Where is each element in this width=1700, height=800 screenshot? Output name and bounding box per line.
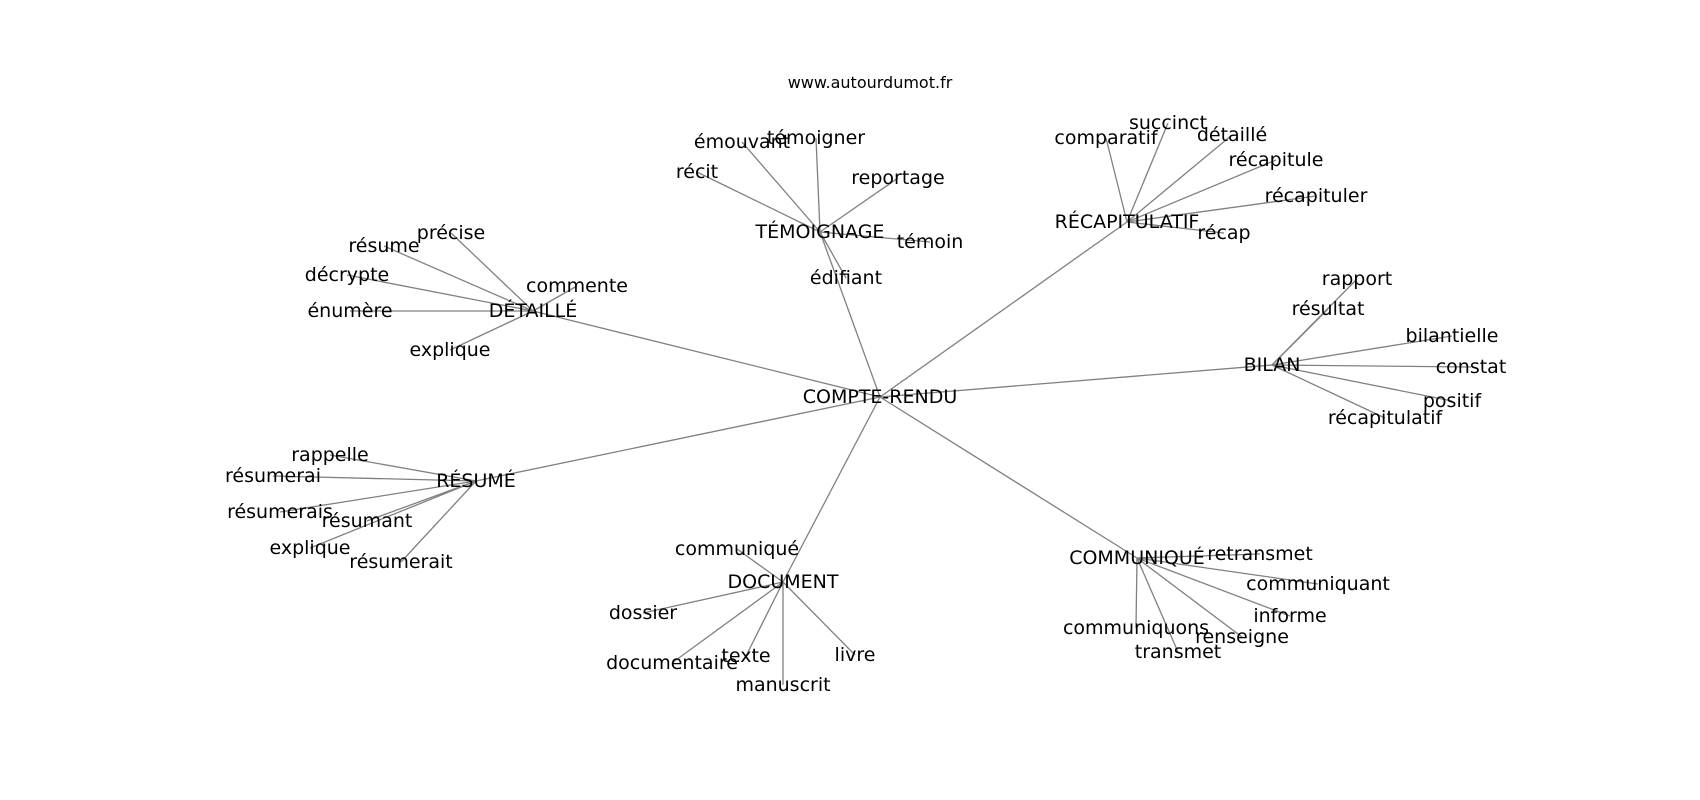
leaf-node: résumant — [322, 510, 413, 532]
leaf-node: récapitule — [1229, 149, 1324, 171]
hub-node-recapitulatif: RÉCAPITULATIF — [1055, 210, 1200, 233]
leaf-node: dossier — [609, 602, 677, 624]
edge-bilan-leaf — [1271, 364, 1386, 419]
edge-detaille-leaf — [449, 310, 534, 351]
site-url: www.autourdumot.fr — [788, 73, 953, 92]
leaf-node: détaillé — [1197, 124, 1267, 146]
edge-temoignage-leaf — [815, 137, 821, 233]
leaf-node: résume — [348, 235, 419, 257]
leaf-node: commente — [526, 275, 628, 297]
leaf-node: explique — [409, 339, 490, 361]
leaf-node: bilantielle — [1406, 325, 1499, 347]
hub-node-temoignage: TÉMOIGNAGE — [755, 220, 885, 243]
leaf-node: communiqué — [675, 538, 799, 560]
edge-center-detaille — [532, 310, 881, 398]
edge-document-leaf — [736, 548, 784, 583]
edge-communique-leaf — [1136, 557, 1179, 653]
hub-node-bilan: BILAN — [1244, 354, 1301, 376]
edge-temoignage-leaf — [819, 231, 847, 279]
leaf-node: positif — [1423, 390, 1483, 412]
edge-recapitulatif-leaf — [1105, 137, 1128, 223]
edge-recapitulatif-leaf — [1126, 122, 1169, 223]
hub-node-document: DOCUMENT — [728, 571, 839, 593]
edge-center-bilan — [879, 364, 1273, 398]
edge-document-leaf — [671, 581, 784, 664]
edge-temoignage-leaf — [819, 231, 931, 243]
leaf-node: témoin — [897, 231, 964, 253]
leaf-node: rapport — [1322, 268, 1392, 290]
edge-communique-leaf — [1136, 557, 1319, 585]
leaf-node: transmet — [1135, 641, 1222, 663]
leaf-node: récap — [1197, 222, 1250, 244]
edge-communique-leaf — [1136, 553, 1261, 559]
edge-center-communique — [879, 396, 1138, 559]
leaf-node: rappelle — [291, 444, 369, 466]
edge-resume-leaf — [279, 480, 477, 513]
leaf-node: précise — [417, 222, 485, 244]
leaf-node: émouvant — [694, 131, 790, 153]
hub-node-resume: RÉSUMÉ — [436, 469, 516, 492]
edge-communique-leaf — [1136, 557, 1291, 617]
edge-bilan-leaf — [1271, 364, 1453, 402]
edge-bilan-leaf — [1271, 308, 1329, 366]
edge-center-resume — [475, 396, 881, 482]
edge-resume-leaf — [309, 480, 477, 549]
leaf-node: documentaire — [606, 652, 738, 674]
edge-temoignage-leaf — [741, 141, 821, 233]
leaf-node: explique — [269, 537, 350, 559]
leaf-node: énumère — [307, 300, 392, 322]
leaf-node: récit — [676, 161, 718, 183]
edge-detaille-leaf — [346, 274, 534, 312]
leaf-node: comparatif — [1054, 127, 1158, 149]
graph-edges — [272, 122, 1472, 685]
edge-document-leaf — [745, 581, 784, 657]
leaf-node: retransmet — [1207, 543, 1313, 565]
edge-detaille-leaf — [532, 285, 578, 312]
edge-communique-leaf — [1135, 557, 1138, 629]
edge-center-document — [782, 396, 881, 583]
leaf-node: reportage — [851, 167, 944, 189]
edge-resume-leaf — [400, 480, 477, 563]
leaf-node: témoigner — [767, 127, 865, 149]
leaf-node: manuscrit — [735, 674, 830, 696]
leaf-node: informe — [1253, 605, 1326, 627]
leaf-node: édifiant — [810, 267, 882, 289]
leaf-node: constat — [1436, 356, 1507, 378]
edge-resume-leaf — [272, 475, 477, 482]
edge-communique-leaf — [1136, 557, 1243, 638]
center-node-label: COMPTE-RENDU — [803, 386, 958, 408]
leaf-node: décrypte — [305, 264, 389, 286]
leaf-node: résultat — [1292, 298, 1365, 320]
edge-temoignage-leaf — [819, 177, 899, 233]
edge-bilan-leaf — [1271, 335, 1453, 366]
edge-temoignage-leaf — [696, 171, 821, 233]
edge-bilan-leaf — [1271, 364, 1472, 368]
edge-center-recapitulatif — [879, 221, 1128, 398]
hub-node-communique: COMMUNIQUÉ — [1069, 546, 1205, 569]
leaf-node: communiquant — [1246, 573, 1390, 595]
leaf-node: texte — [721, 645, 770, 667]
edge-document-leaf — [782, 581, 856, 656]
edge-document-leaf — [642, 581, 784, 614]
edge-recapitulatif-leaf — [1126, 221, 1225, 234]
edge-center-temoignage — [819, 231, 881, 398]
leaf-node: communiquons — [1063, 617, 1209, 639]
leaf-node: récapitulatif — [1328, 407, 1444, 429]
leaf-node: livre — [835, 644, 876, 666]
leaf-node: renseigne — [1195, 626, 1289, 648]
leaf-node: résumerais — [227, 501, 333, 523]
edge-recapitulatif-leaf — [1126, 159, 1277, 223]
hub-node-detaille: DÉTAILLÉ — [489, 299, 578, 322]
leaf-node: succinct — [1129, 112, 1207, 134]
leaf-node: résumerai — [225, 465, 321, 487]
leaf-node: résumerait — [349, 551, 452, 573]
edge-resume-leaf — [329, 454, 477, 482]
leaf-node: récapituler — [1265, 185, 1368, 207]
edge-recapitulatif-leaf — [1126, 134, 1233, 223]
edge-detaille-leaf — [450, 232, 534, 312]
edge-detaille-leaf — [383, 245, 534, 312]
edge-recapitulatif-leaf — [1126, 195, 1317, 223]
